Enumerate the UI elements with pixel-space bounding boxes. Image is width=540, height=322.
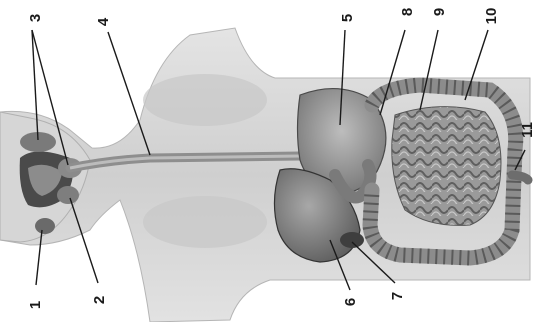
label-1: 1 (27, 301, 44, 309)
label-2: 2 (91, 296, 108, 304)
label-5: 5 (339, 14, 356, 22)
label-10: 10 (483, 8, 500, 25)
label-9: 9 (431, 8, 448, 16)
small-intestine (392, 107, 501, 226)
label-3: 3 (27, 14, 44, 22)
label-11: 11 (519, 122, 536, 138)
gallbladder (340, 232, 364, 248)
label-8: 8 (399, 8, 416, 16)
label-7: 7 (389, 292, 406, 300)
rectum (512, 175, 528, 180)
tooth-area (35, 218, 55, 234)
label-4: 4 (95, 17, 112, 26)
label-6: 6 (342, 298, 359, 306)
